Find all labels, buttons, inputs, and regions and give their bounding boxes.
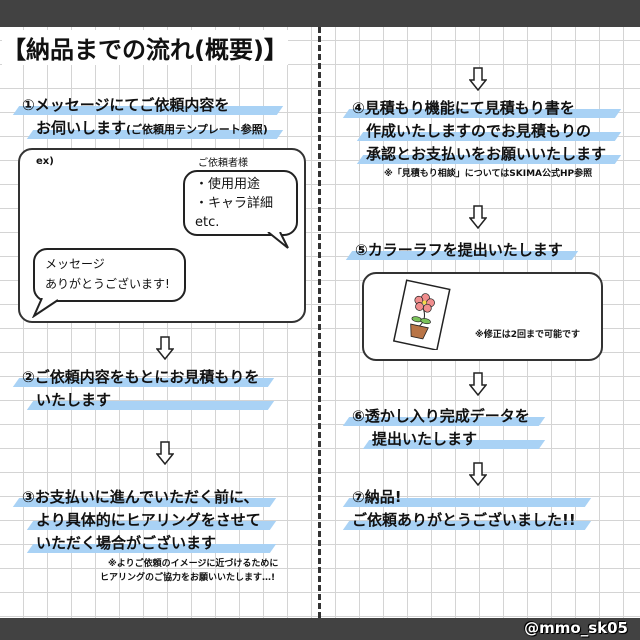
step-7: ⑦納品! ご依頼ありがとうございました!! [352,486,576,532]
step-4: ④見積もり機能にて見積もり書を 作成いたしますのでお見積もりの 承認とお支払いを… [352,97,606,166]
down-arrow-icon [469,67,487,91]
down-arrow-icon [156,441,174,465]
step-3: ③お支払いに進んでいただく前に、 より具体的にヒアリングをさせて いただく場合が… [22,486,261,555]
step-line: より具体的にヒアリングをさせて [36,509,261,532]
step-line: ①メッセージにてご依頼内容を [22,94,268,117]
example-label: ex) [36,156,54,167]
client-label: ご依頼者様 [198,158,248,169]
bubble-line: メッセージ [45,257,105,271]
note-line: ヒアリングのご協力をお願いいたします…! [100,573,276,583]
step-6: ⑥透かし入り完成データを 提出いたします [352,405,530,451]
step-line: 作成いたしますのでお見積もりの [366,120,606,143]
bubble-line: ・キャラ詳細 [195,196,274,211]
step-3-note: ※よりご依頼のイメージに近づけるために ヒアリングのご協力をお願いいたします…! [100,557,278,585]
step-line: 提出いたします [372,428,530,451]
step-5-note: ※修正は2回まで可能です [475,330,581,340]
color-rough-illustration [392,279,451,350]
note-line: ※よりご依頼のイメージに近づけるために [108,559,279,569]
bubble-tail [32,298,59,318]
step-line: ⑦納品! [352,486,576,509]
top-bar [0,0,640,27]
reply-bubble: メッセージ ありがとうございます! [33,248,186,302]
step-1: ①メッセージにてご依頼内容を お伺いします(ご依頼用テンプレート参照) [22,94,268,141]
bubble-tail [267,232,289,249]
down-arrow-icon [469,205,487,229]
bottom-bar [0,618,640,640]
step-line: ⑥透かし入り完成データを [352,405,530,428]
step-sub: (ご依頼用テンプレート参照) [126,123,268,136]
down-arrow-icon [469,372,487,396]
step-5: ⑤カラーラフを提出いたします [355,239,563,262]
client-bubble: ・使用用途 ・キャラ詳細 etc. [183,170,298,236]
step-line: ③お支払いに進んでいただく前に、 [22,486,261,509]
author-handle: @mmo_sk05 [524,619,628,637]
page-title: 【納品までの流れ(概要)】 [2,30,288,65]
step-line: お伺いします [36,119,127,137]
down-arrow-icon [469,462,487,486]
column-divider [318,27,321,618]
bubble-line: etc. [195,215,220,230]
step-line: ④見積もり機能にて見積もり書を [352,97,606,120]
step-line: いただく場合がございます [36,532,261,555]
bubble-line: ・使用用途 [195,177,261,192]
step-line: ⑤カラーラフを提出いたします [355,239,563,262]
step-line: いたします [36,389,259,412]
step-line: 承認とお支払いをお願いいたします [366,143,606,166]
step-4-note: ※「見積もり相談」についてはSKIMA公式HP参照 [384,169,593,179]
step-2: ②ご依頼内容をもとにお見積もりを いたします [22,366,259,412]
step-line: ②ご依頼内容をもとにお見積もりを [22,366,259,389]
step-line: ご依頼ありがとうございました!! [352,509,576,532]
bubble-line: ありがとうございます! [45,277,170,291]
down-arrow-icon [156,336,174,360]
